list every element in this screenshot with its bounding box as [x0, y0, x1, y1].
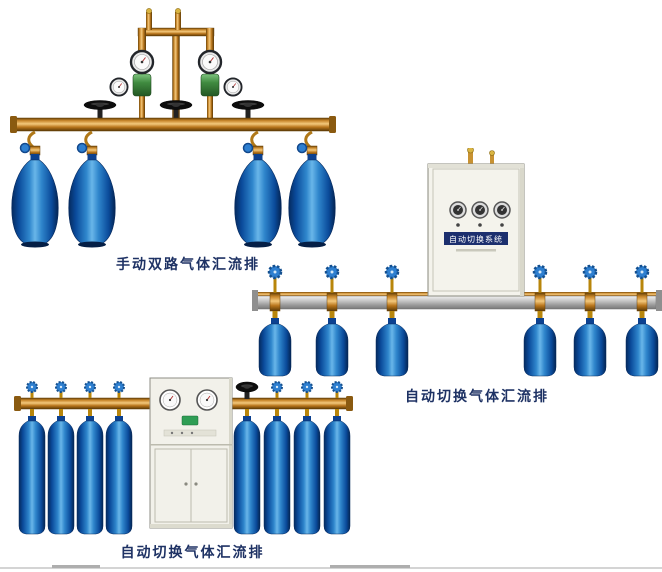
blue-handwheel-icon: [113, 381, 125, 399]
gas-bottle: [374, 264, 410, 378]
pressure-gauge-icon: [197, 49, 223, 75]
door-handle: [194, 482, 198, 486]
gas-cylinder: [233, 408, 261, 535]
gas-cylinder: [47, 408, 75, 535]
product-caption: 自动切换气体汇流排: [120, 544, 265, 560]
pipe-end-cap: [14, 396, 21, 411]
cabinet-body: [427, 163, 525, 297]
control-cabinet: 自动切换系统: [427, 146, 525, 297]
switch-strip: [163, 429, 217, 437]
product-figure-auto-switch-cabinet: 自动切换系统 自动切换气体汇流排: [252, 146, 662, 408]
gas-cylinder: [105, 408, 133, 535]
gas-cylinder: [293, 408, 321, 535]
gas-cylinder: [323, 408, 351, 535]
indicator-dot: [456, 223, 460, 227]
gas-cylinder: [263, 408, 291, 535]
pressure-gauge-icon: [159, 389, 181, 411]
gas-bottle: [522, 264, 558, 378]
blue-handwheel-icon: [84, 381, 96, 399]
rail-end-cap: [252, 290, 258, 311]
auto-switch-manifold-illustration: 自动切换系统: [252, 146, 662, 378]
pressure-gauge-icon: [223, 77, 243, 97]
riser-pipe: [146, 12, 152, 30]
valve-knob-icon: [467, 146, 474, 154]
product-caption: 手动双路气体汇流排: [116, 256, 260, 272]
door-handle: [184, 482, 188, 486]
pipe-end-cap: [346, 396, 353, 411]
cabinet-label: 自动切换系统: [449, 234, 503, 244]
pressure-gauge-icon: [471, 201, 489, 219]
product-figure-manual-dual-manifold: 手动双路气体汇流排: [8, 8, 348, 278]
cabinet-label-band: [444, 232, 508, 245]
blue-handwheel-icon: [55, 381, 67, 399]
gas-cylinder: [18, 408, 46, 535]
pressure-gauge-icon: [493, 201, 511, 219]
valve-handwheel: [83, 100, 117, 118]
page-bottom-border: [0, 567, 662, 569]
pressure-gauge-icon: [196, 389, 218, 411]
pressure-gauge-icon: [129, 49, 155, 75]
gas-bottle: [572, 264, 608, 378]
cabinet-door-outline: [432, 168, 520, 292]
valve-knob-icon: [489, 150, 495, 156]
valve-handwheel: [159, 100, 193, 118]
blue-handwheel-icon: [271, 381, 283, 399]
control-cabinet: [149, 377, 233, 529]
manual-dual-manifold-illustration: [10, 8, 337, 249]
pipe-end-cap: [329, 116, 336, 133]
indicator-dot: [478, 223, 482, 227]
pressure-regulator-left: [109, 49, 155, 118]
auto-switch-tall-cylinders-illustration: [14, 377, 353, 535]
riser-pipe: [490, 154, 494, 165]
valve-handwheel: [231, 100, 265, 118]
regulator-body: [132, 73, 152, 97]
green-label: [181, 415, 199, 426]
pressure-regulator-right: [197, 49, 243, 118]
gas-cylinder: [10, 130, 60, 249]
blue-handwheel-icon: [301, 381, 313, 399]
page-bottom-border-mark: [52, 565, 100, 568]
blue-handwheel-icon: [26, 381, 38, 399]
pressure-gauge-icon: [109, 77, 129, 97]
blue-handwheel-icon: [331, 381, 343, 399]
riser-pipe: [468, 150, 473, 165]
pipe-end-cap: [10, 116, 17, 133]
valve-handwheel: [235, 381, 259, 399]
regulator-body: [200, 73, 220, 97]
gas-cylinder: [76, 408, 104, 535]
manifold-pipe: [10, 116, 336, 133]
page-bottom-border-mark: [330, 565, 410, 568]
product-figure-auto-switch-tall: 自动切换气体汇流排: [10, 370, 362, 570]
valve-knob-icon: [175, 8, 181, 14]
pressure-gauge-icon: [449, 201, 467, 219]
gas-cylinder: [67, 130, 117, 249]
product-caption: 自动切换气体汇流排: [405, 388, 549, 404]
gas-bottle: [257, 264, 293, 378]
gas-bottle: [624, 264, 660, 378]
riser-pipe: [175, 12, 181, 30]
rail-end-cap: [656, 290, 662, 311]
valve-knob-icon: [146, 8, 152, 14]
indicator-dot: [500, 223, 504, 227]
gas-bottle: [314, 264, 350, 378]
